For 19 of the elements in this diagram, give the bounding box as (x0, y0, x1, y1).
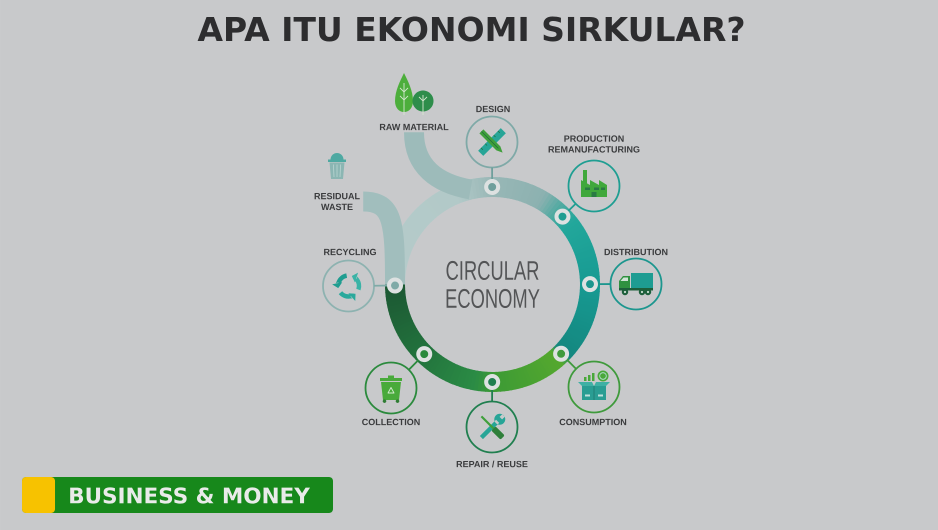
connector-line (553, 346, 577, 370)
connector-line (554, 203, 576, 225)
flow-band (362, 192, 405, 285)
connector-line (484, 167, 500, 195)
stage-label: RECYCLING (324, 248, 376, 256)
connector-line (484, 374, 500, 402)
connector-line (408, 346, 432, 370)
connector-line (374, 278, 404, 294)
connector-line (582, 276, 610, 292)
stage-label: PRODUCTION REMANUFACTURING (548, 135, 640, 153)
stage-label: REPAIR / REUSE (456, 460, 528, 468)
stage-label: CONSUMPTION (560, 418, 626, 426)
title: APA ITU EKONOMI SIRKULAR? (198, 16, 744, 42)
stage-label: RESIDUAL WASTE (314, 192, 360, 210)
flow-band (404, 132, 473, 200)
stage-label: DISTRIBUTION (604, 248, 668, 256)
stage-label: DESIGN (476, 106, 510, 112)
stage-label: RAW MATERIAL (380, 124, 448, 130)
stage-label: COLLECTION (362, 418, 420, 426)
